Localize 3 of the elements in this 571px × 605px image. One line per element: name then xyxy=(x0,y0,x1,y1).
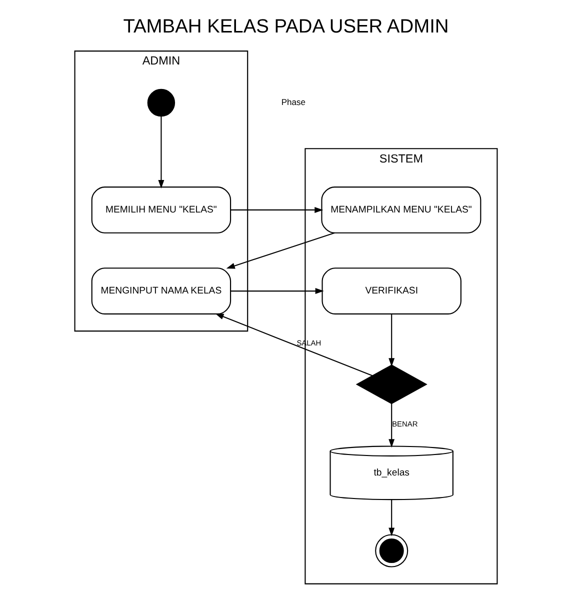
edge-label: BENAR xyxy=(392,420,418,429)
label: Phase xyxy=(280,96,306,107)
diagram-title: TAMBAH KELAS PADA USER ADMIN xyxy=(122,16,448,38)
